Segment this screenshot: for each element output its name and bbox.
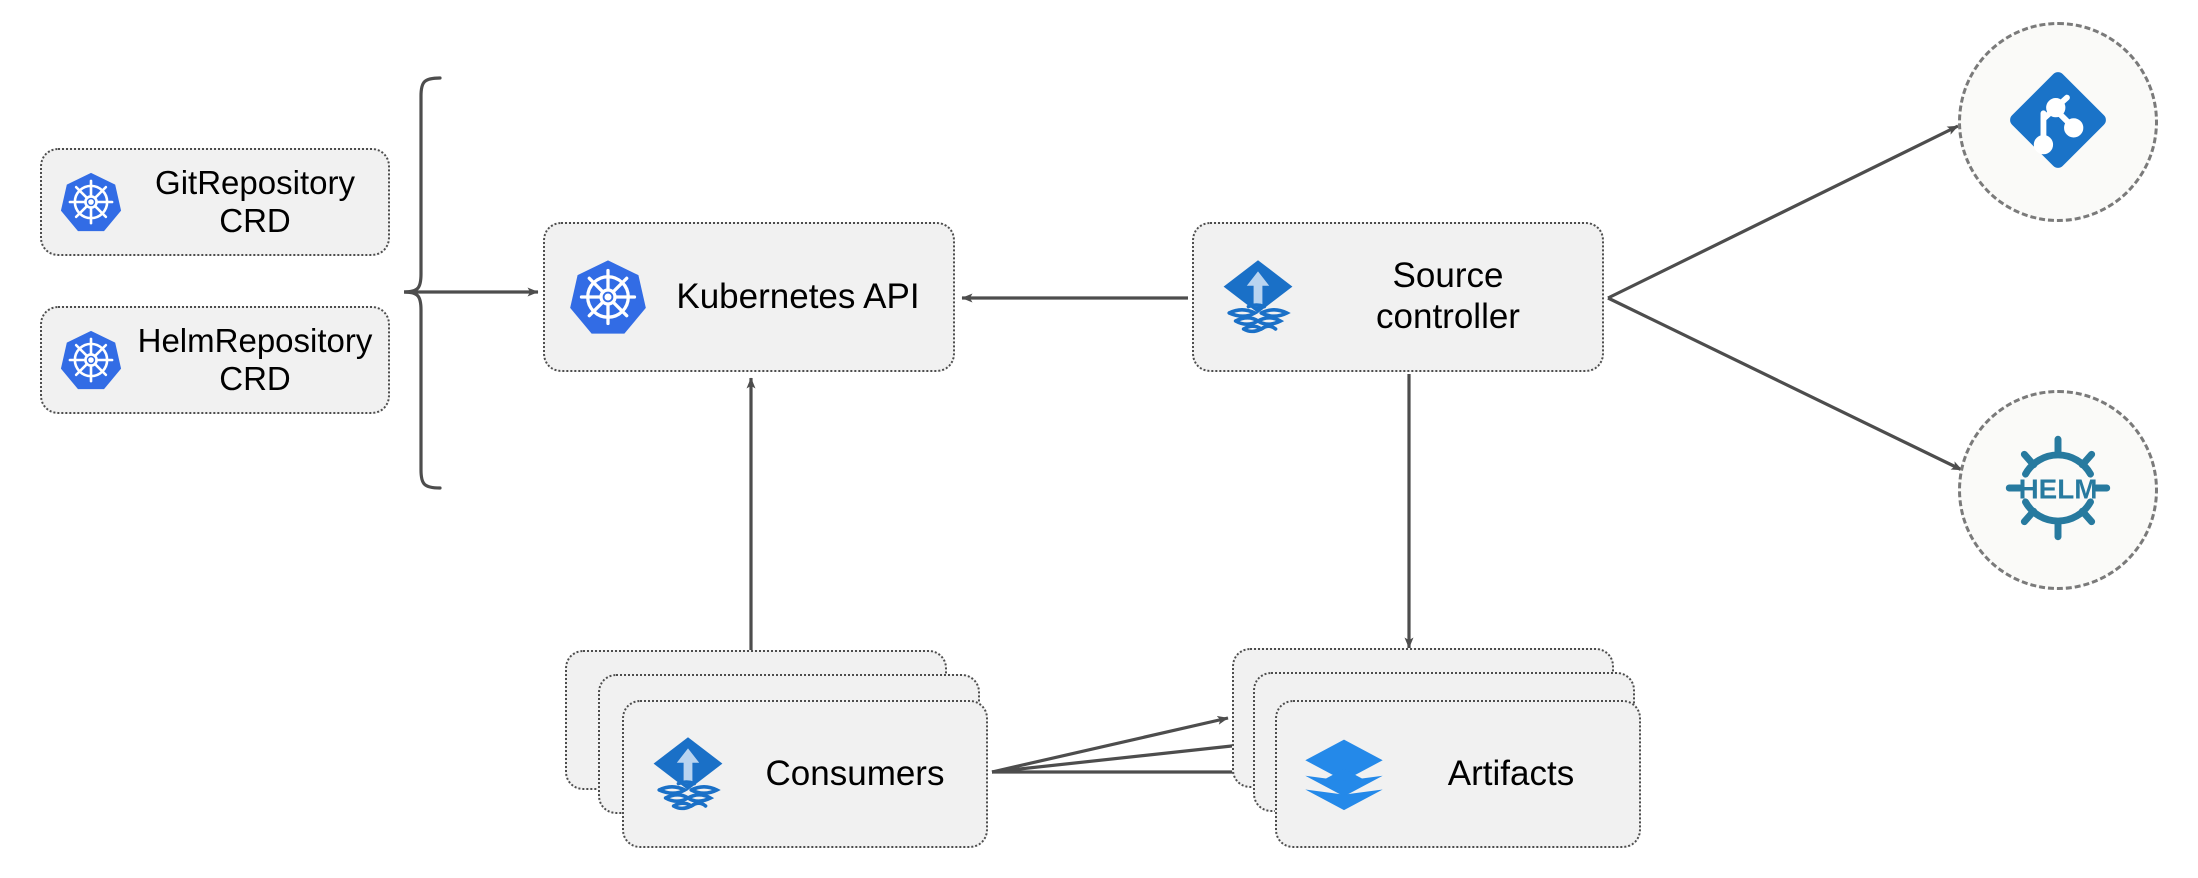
kubernetes-icon [42,171,136,233]
node-source-controller[interactable]: Source controller [1192,222,1604,372]
crd-group-bracket [403,76,442,490]
node-label: GitRepository CRD [155,163,355,239]
edge-consumers-to-artifacts-2 [991,740,1251,774]
layers-icon [1277,731,1397,817]
edge-source-controller-to-helm [1607,296,1963,472]
flux-icon [624,734,738,814]
kubernetes-icon [545,258,657,336]
node-label: HelmRepository CRD [137,321,373,397]
flux-icon [1194,257,1308,337]
node-artifacts[interactable]: Artifacts [1275,700,1641,848]
node-label: Source controller [1376,256,1520,336]
node-label: Kubernetes API [676,276,920,316]
helm-wordmark: HELM [2019,473,2098,504]
edge-source-controller-to-git [1607,124,1959,300]
node-git-repository[interactable] [1958,22,2158,222]
node-label: Consumers [765,753,945,793]
node-helmrepository-crd[interactable]: HelmRepository CRD [40,306,390,414]
git-icon [2002,64,2114,181]
kubernetes-icon [42,329,136,391]
edge-consumers-to-artifacts-1 [991,715,1229,774]
node-helm-repository[interactable]: HELM [1958,390,2158,590]
node-consumers[interactable]: Consumers [622,700,988,848]
helm-icon: HELM [2000,430,2116,551]
node-label: Artifacts [1447,753,1575,793]
node-gitrepository-crd[interactable]: GitRepository CRD [40,148,390,256]
node-kubernetes-api[interactable]: Kubernetes API [543,222,955,372]
